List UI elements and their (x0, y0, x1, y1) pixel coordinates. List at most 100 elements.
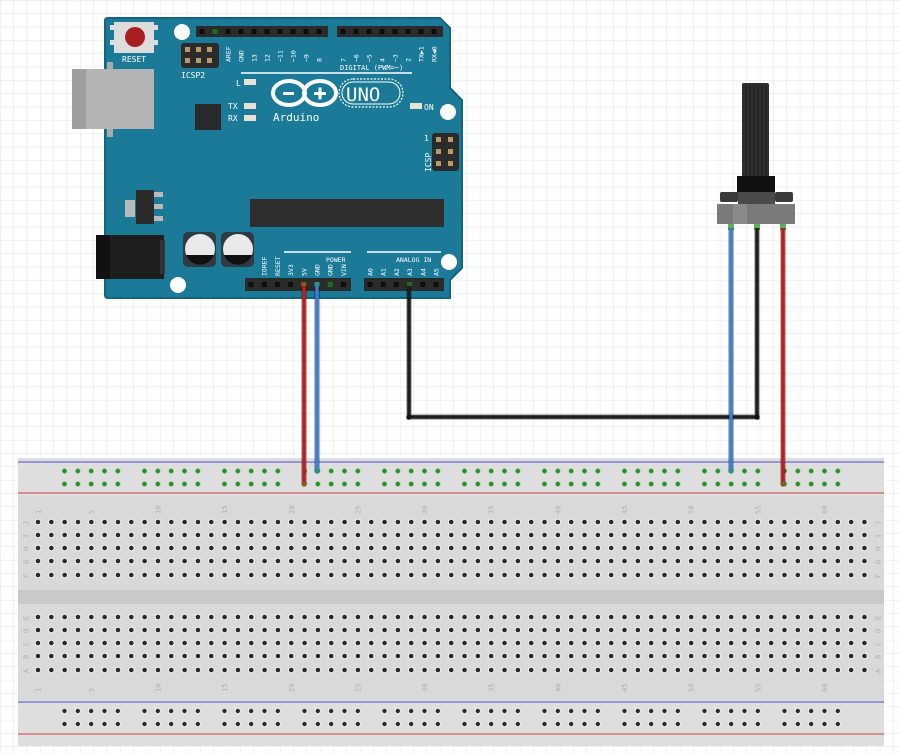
digital-pin[interactable] (303, 29, 309, 34)
breadboard-hole[interactable] (582, 627, 587, 633)
breadboard-hole[interactable] (355, 572, 361, 578)
breadboard-hole[interactable] (408, 614, 414, 620)
rail-hole[interactable] (648, 721, 654, 727)
breadboard-hole[interactable] (262, 667, 267, 673)
rail-hole[interactable] (702, 721, 707, 727)
rail-hole[interactable] (155, 481, 161, 487)
breadboard-hole[interactable] (555, 640, 561, 646)
analog-pin[interactable] (433, 282, 439, 287)
breadboard-hole[interactable] (408, 532, 414, 538)
breadboard-hole[interactable] (608, 545, 614, 551)
breadboard-hole[interactable] (635, 545, 641, 551)
breadboard-hole[interactable] (382, 614, 387, 620)
rail-hole[interactable] (328, 721, 334, 727)
breadboard-hole[interactable] (795, 545, 801, 551)
breadboard-hole[interactable] (262, 614, 267, 620)
breadboard-hole[interactable] (862, 532, 867, 538)
breadboard-hole[interactable] (528, 614, 534, 620)
rail-hole[interactable] (462, 468, 467, 474)
rail-hole[interactable] (808, 708, 814, 714)
breadboard-hole[interactable] (795, 667, 801, 673)
breadboard-hole[interactable] (155, 532, 161, 538)
rail-hole[interactable] (742, 468, 747, 474)
breadboard-hole[interactable] (182, 545, 187, 551)
breadboard-hole[interactable] (89, 545, 94, 551)
breadboard-hole[interactable] (328, 614, 334, 620)
breadboard-hole[interactable] (582, 545, 587, 551)
breadboard-hole[interactable] (742, 572, 747, 578)
rail-hole[interactable] (235, 481, 241, 487)
breadboard-hole[interactable] (715, 614, 721, 620)
breadboard-hole[interactable] (195, 653, 201, 659)
rail-hole[interactable] (315, 708, 321, 714)
rail-hole[interactable] (515, 468, 521, 474)
rail-hole[interactable] (328, 481, 334, 487)
breadboard-hole[interactable] (448, 667, 454, 673)
breadboard-hole[interactable] (395, 667, 401, 673)
breadboard-hole[interactable] (328, 519, 334, 525)
breadboard-hole[interactable] (662, 653, 667, 659)
breadboard-hole[interactable] (688, 640, 694, 646)
rail-hole[interactable] (622, 481, 627, 487)
breadboard-hole[interactable] (368, 627, 374, 633)
breadboard-hole[interactable] (395, 614, 401, 620)
breadboard-hole[interactable] (288, 572, 294, 578)
breadboard-hole[interactable] (715, 653, 721, 659)
breadboard-hole[interactable] (595, 572, 601, 578)
breadboard-hole[interactable] (382, 519, 387, 525)
rail-hole[interactable] (222, 468, 227, 474)
breadboard-hole[interactable] (568, 627, 574, 633)
breadboard-hole[interactable] (688, 667, 694, 673)
breadboard-hole[interactable] (182, 558, 187, 564)
breadboard-hole[interactable] (49, 545, 54, 551)
breadboard-hole[interactable] (528, 558, 534, 564)
breadboard-hole[interactable] (288, 653, 294, 659)
breadboard-hole[interactable] (222, 572, 227, 578)
breadboard-hole[interactable] (502, 614, 507, 620)
breadboard-hole[interactable] (662, 519, 667, 525)
breadboard-hole[interactable] (702, 519, 707, 525)
breadboard-hole[interactable] (622, 558, 627, 564)
breadboard-hole[interactable] (782, 640, 787, 646)
rail-hole[interactable] (142, 481, 147, 487)
breadboard-hole[interactable] (142, 653, 147, 659)
rail-hole[interactable] (648, 468, 654, 474)
digital-pin[interactable] (431, 29, 437, 34)
rail-hole[interactable] (662, 481, 667, 487)
rail-hole[interactable] (75, 481, 81, 487)
breadboard-hole[interactable] (408, 545, 414, 551)
breadboard-hole[interactable] (275, 640, 281, 646)
breadboard-hole[interactable] (315, 572, 321, 578)
rail-hole[interactable] (315, 481, 321, 487)
breadboard-hole[interactable] (728, 558, 734, 564)
breadboard-hole[interactable] (635, 572, 641, 578)
breadboard-hole[interactable] (155, 558, 161, 564)
breadboard-hole[interactable] (222, 627, 227, 633)
breadboard-hole[interactable] (822, 532, 827, 538)
breadboard-hole[interactable] (648, 640, 654, 646)
breadboard-hole[interactable] (822, 519, 827, 525)
breadboard-hole[interactable] (675, 667, 681, 673)
breadboard-hole[interactable] (728, 532, 734, 538)
breadboard-hole[interactable] (342, 519, 347, 525)
breadboard-hole[interactable] (142, 519, 147, 525)
breadboard-hole[interactable] (582, 614, 587, 620)
breadboard-hole[interactable] (395, 558, 401, 564)
rail-hole[interactable] (395, 721, 401, 727)
breadboard-hole[interactable] (115, 558, 121, 564)
rail-hole[interactable] (622, 721, 627, 727)
rail-hole[interactable] (408, 721, 414, 727)
rail-hole[interactable] (542, 468, 547, 474)
digital-pin[interactable] (340, 29, 346, 34)
breadboard-hole[interactable] (342, 653, 347, 659)
breadboard-hole[interactable] (302, 653, 307, 659)
breadboard-hole[interactable] (315, 558, 321, 564)
breadboard-hole[interactable] (755, 667, 761, 673)
breadboard-hole[interactable] (528, 545, 534, 551)
breadboard-hole[interactable] (155, 667, 161, 673)
reset-button-cap[interactable] (125, 27, 145, 47)
wire-a3[interactable] (407, 228, 759, 419)
breadboard-hole[interactable] (635, 640, 641, 646)
rail-hole[interactable] (702, 708, 707, 714)
rail-hole[interactable] (488, 468, 494, 474)
